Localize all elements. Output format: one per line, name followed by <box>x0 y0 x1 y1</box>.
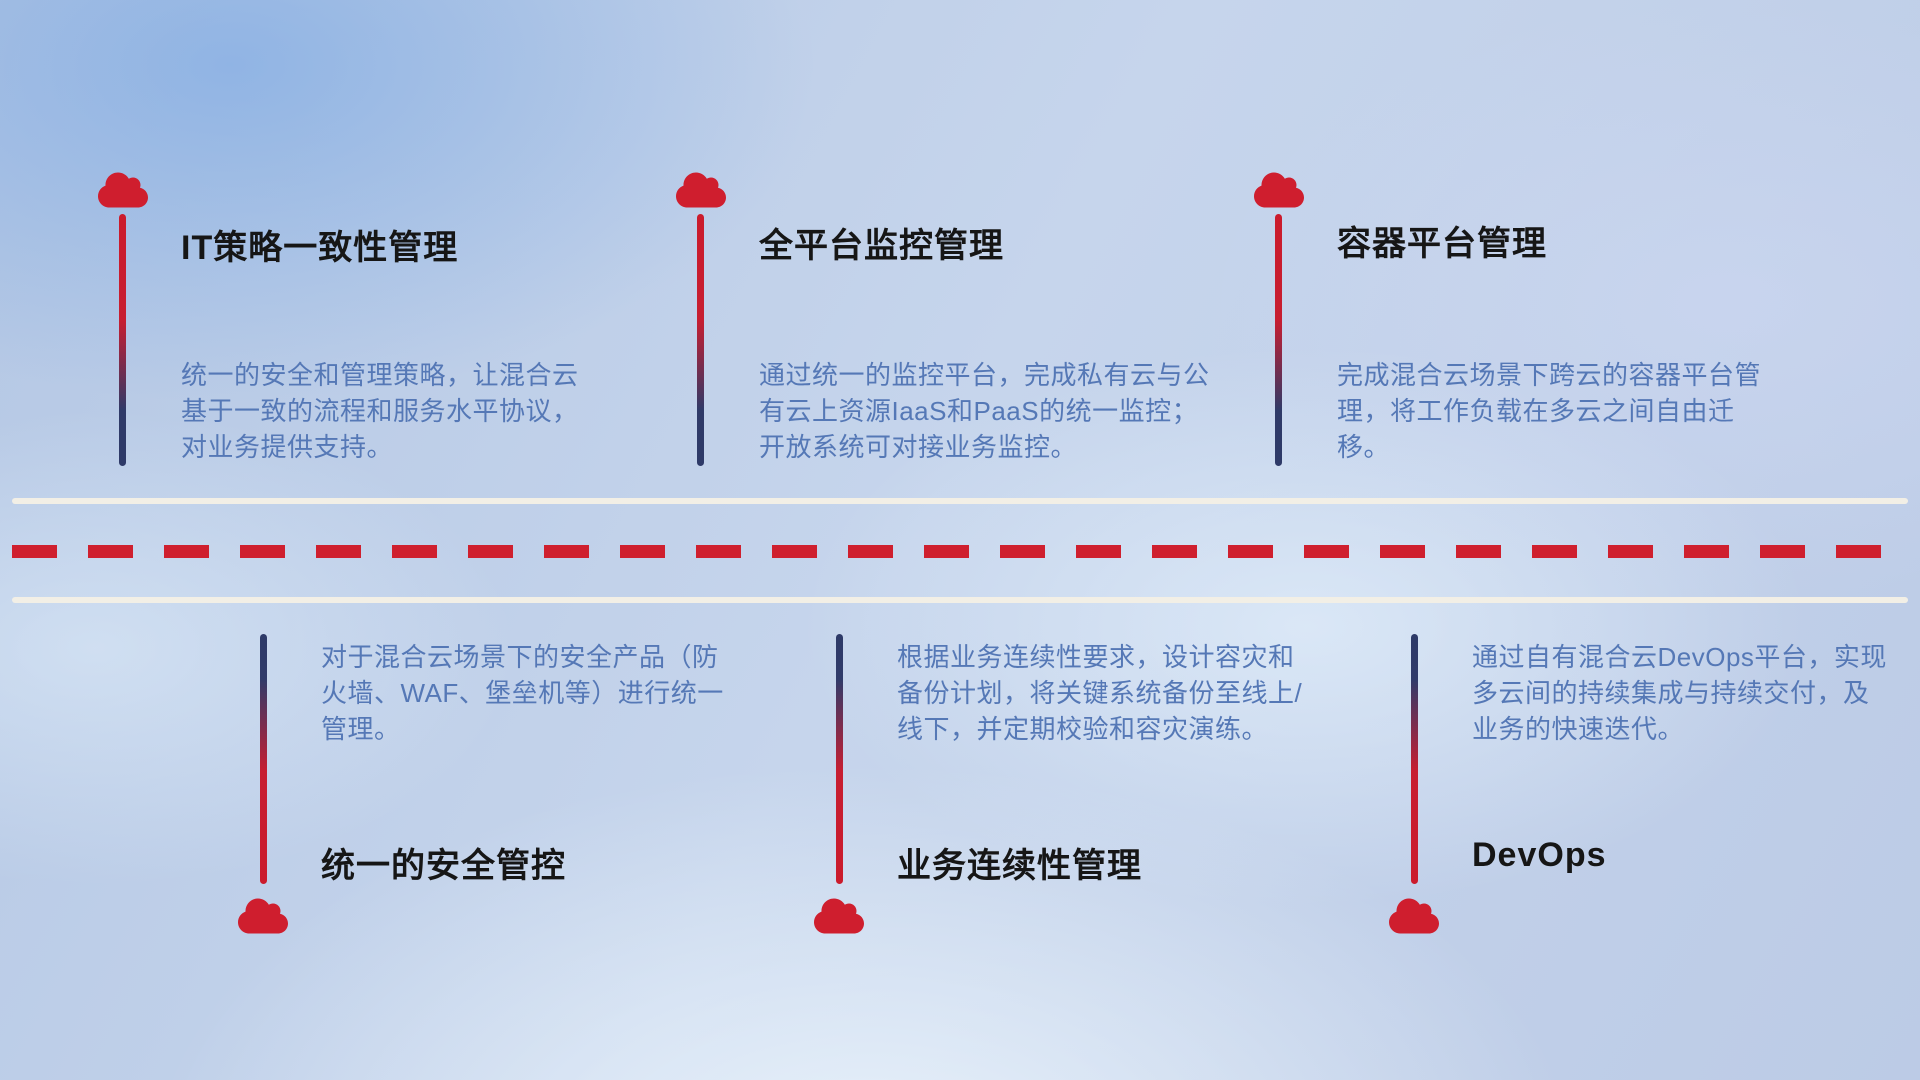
cloud-icon <box>1252 170 1306 210</box>
item-description: 通过统一的监控平台，完成私有云与公有云上资源IaaS和PaaS的统一监控；开放系… <box>759 360 1210 462</box>
timeline-connector <box>119 214 126 466</box>
cloud-icon <box>236 896 290 936</box>
item-description: 通过自有混合云DevOps平台，实现多云间的持续集成与持续交付，及业务的快速迭代… <box>1472 642 1887 744</box>
cloud-icon <box>674 170 728 210</box>
item-title: 容器平台管理 <box>1337 225 1547 263</box>
road-dashed-line <box>12 545 1908 558</box>
item-title: 统一的安全管控 <box>321 847 566 885</box>
item-title: DevOps <box>1472 836 1607 874</box>
timeline-connector <box>260 634 267 884</box>
timeline-connector <box>1275 214 1282 466</box>
cloud-icon <box>1387 896 1441 936</box>
cloud-icon <box>96 170 150 210</box>
item-description: 完成混合云场景下跨云的容器平台管理，将工作负载在多云之间自由迁移。 <box>1337 360 1762 462</box>
item-title: IT策略一致性管理 <box>181 229 459 267</box>
road-line-top <box>12 498 1908 504</box>
item-title: 全平台监控管理 <box>759 227 1004 265</box>
timeline-connector <box>1411 634 1418 884</box>
item-description: 根据业务连续性要求，设计容灾和备份计划，将关键系统备份至线上/线下，并定期校验和… <box>897 642 1303 744</box>
timeline-connector <box>836 634 843 884</box>
timeline-connector <box>697 214 704 466</box>
item-description: 对于混合云场景下的安全产品（防火墙、WAF、堡垒机等）进行统一管理。 <box>321 642 724 744</box>
item-title: 业务连续性管理 <box>897 847 1142 885</box>
cloud-icon <box>812 896 866 936</box>
item-description: 统一的安全和管理策略，让混合云基于一致的流程和服务水平协议，对业务提供支持。 <box>181 360 579 462</box>
road-line-bottom <box>12 597 1908 603</box>
